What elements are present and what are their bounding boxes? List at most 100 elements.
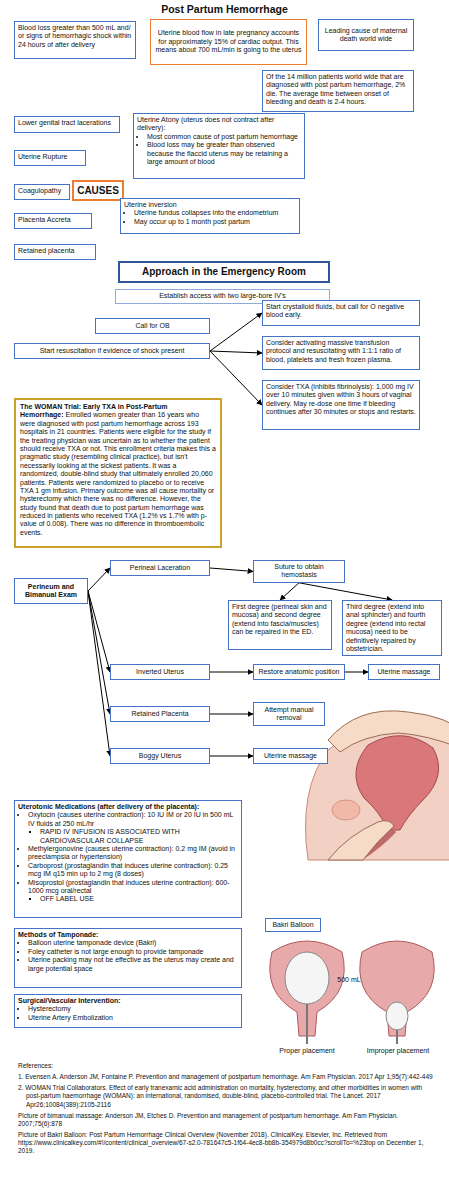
arrow-connector <box>345 672 368 673</box>
section-header: Approach in the Emergency Room <box>118 261 330 283</box>
trial-summary-box: The WOMAN Trial: Early TXA in Post-Partu… <box>14 398 222 548</box>
process-box: Call for OB <box>95 318 210 334</box>
box-paragraph: The WOMAN Trial: Early TXA in Post-Partu… <box>20 403 216 537</box>
process-box: Uterine Atony (uterus does not contract … <box>133 113 305 179</box>
volume-label: 500 mL <box>328 976 370 984</box>
image-caption: Improper placement <box>352 1047 444 1055</box>
process-box: Boggy Uterus <box>110 748 210 764</box>
arrow-connector <box>88 591 110 714</box>
box-heading: Uterine inversion <box>124 201 296 209</box>
medication-list-box: Uterotonic Medications (after delivery o… <box>14 800 242 918</box>
process-box: Perineum and Bimanual Exam <box>14 578 88 604</box>
arrow-connector <box>210 351 262 405</box>
box-text: Blood loss greater than 500 mL and/ or s… <box>18 24 132 49</box>
arrow-connector <box>210 568 253 571</box>
internal-hand <box>328 821 394 860</box>
tamponade-box: Methods of Tamponade:Balloon uterine tam… <box>14 928 242 988</box>
process-box: Suture to obtain hemostasis <box>253 560 345 583</box>
bullet-item: Most common cause of post partum hemorrh… <box>147 133 301 141</box>
bullet-item: Uterine Artery Embolization <box>28 1014 238 1022</box>
bullet-item: Balloon uterine tamponade device (Bakri) <box>28 939 238 947</box>
process-box: Uterine inversionUterine fundus collapse… <box>120 198 300 234</box>
arrow-connector <box>88 591 110 672</box>
process-box: Attempt manual removal <box>253 702 325 726</box>
external-hand <box>328 711 449 752</box>
bullet-item: May occur up to 1 month post partum <box>134 218 296 226</box>
balloon-shape <box>285 952 329 1004</box>
reference-text: 2. WOMAN Trial Collaborators. Effect of … <box>18 1084 433 1108</box>
box-text: Attempt manual removal <box>257 706 321 723</box>
bullet-item: Foley catheter is not large enough to pr… <box>28 948 238 956</box>
bullet-item: OFF LABEL USE <box>40 895 238 903</box>
bullet-item: Carboprost (prostaglandin that induces u… <box>28 862 238 879</box>
arrow-connector <box>280 583 299 600</box>
bullet-item: Hysterectomy <box>28 1005 238 1013</box>
box-text: Lower genital tract lacerations <box>18 119 116 127</box>
process-box: Retained placenta <box>14 244 96 260</box>
process-box: Inverted Uterus <box>110 664 210 680</box>
box-text: Boggy Uterus <box>139 752 181 760</box>
box-text: Enrolled women greater than 16 years who… <box>20 411 216 535</box>
box-text: Start resuscitation if evidence of shock… <box>40 347 185 355</box>
box-text: Inverted Uterus <box>136 668 184 676</box>
box-text: Uterine massage <box>264 752 317 760</box>
process-box: Uterine Rupture <box>14 150 86 166</box>
bullet-list: Most common cause of post partum hemorrh… <box>137 133 301 167</box>
process-box: Placenta Accreta <box>14 213 92 229</box>
uterus-shape <box>270 941 344 1036</box>
process-box: First degree (perineal skin and mucosa) … <box>228 600 332 650</box>
process-box: Uterine massage <box>253 748 328 764</box>
section-label: CAUSES <box>72 180 124 201</box>
box-text: Perineum and Bimanual Exam <box>18 583 84 600</box>
process-box: Blood loss greater than 500 mL and/ or s… <box>14 21 136 59</box>
intervention-box: Surgical/Vascular Intervention:Hysterect… <box>14 994 242 1028</box>
references-block: References:1. Evensen A. Anderson JM, Fo… <box>18 1062 433 1158</box>
process-box: Consider TXA (inhibits fibrinolysis): 1,… <box>262 380 420 430</box>
box-text: Suture to obtain hemostasis <box>257 563 341 580</box>
box-text: Start crystalloid fluids, but call for O… <box>266 303 416 320</box>
box-text: Consider TXA (inhibits fibrinolysis): 1,… <box>266 383 416 417</box>
box-text: Consider activating massive transfusion … <box>266 339 416 364</box>
arrow-connector <box>210 714 253 715</box>
box-text: Uterine blood flow in late pregnancy acc… <box>154 29 303 54</box>
image-caption: Proper placement <box>262 1047 352 1055</box>
process-box: Start crystalloid fluids, but call for O… <box>262 300 420 326</box>
box-heading: Uterine Atony (uterus does not contract … <box>137 116 301 133</box>
box-text: Retained Placenta <box>131 710 188 718</box>
box-text: Of the 14 million patients world wide th… <box>266 73 410 107</box>
diagram-title: Post Partum Hemorrhage <box>0 3 449 15</box>
box-text: Perineal Laceration <box>130 564 190 572</box>
bullet-list: Uterine fundus collapses into the endome… <box>124 209 296 226</box>
box-text: Leading cause of maternal death world wi… <box>322 27 410 44</box>
process-box: Retained Placenta <box>110 706 210 722</box>
arrow-connector <box>210 351 262 353</box>
balloon-shape <box>386 1002 408 1030</box>
bullet-list: Balloon uterine tamponade device (Bakri)… <box>18 939 238 973</box>
bullet-item: RAPID IV INFUSION IS ASSOCIATED WITH CAR… <box>40 828 238 845</box>
catheter-line <box>306 1004 308 1044</box>
arrow-connector <box>210 672 253 673</box>
process-box: Perineal Laceration <box>110 560 210 576</box>
process-box: Third degree (extend into anal sphincter… <box>342 600 442 656</box>
process-box: Of the 14 million patients world wide th… <box>262 70 414 112</box>
bimanual-massage-illustration <box>306 711 449 860</box>
uterus-shape <box>356 736 439 830</box>
bullet-item: Blood loss may be greater than observed … <box>147 141 301 166</box>
box-text: First degree (perineal skin and mucosa) … <box>232 603 328 637</box>
uterus-shape <box>360 941 434 1036</box>
box-text: Third degree (extend into anal sphincter… <box>346 603 438 653</box>
box-heading: Surgical/Vascular Intervention: <box>18 997 238 1005</box>
catheter-line <box>396 1030 398 1044</box>
arrow-connector <box>210 756 253 757</box>
process-box: Consider activating massive transfusion … <box>262 336 420 370</box>
bullet-item: Oxytocin (causes uterine contraction): 1… <box>28 811 238 828</box>
arrow-connector <box>299 583 392 600</box>
bullet-item: Uterine packing may not be effective as … <box>28 956 238 973</box>
process-box: Uterine blood flow in late pregnancy acc… <box>150 19 307 65</box>
process-box: Start resuscitation if evidence of shock… <box>14 343 210 359</box>
bullet-item: Misoprostol (prostaglandin that induces … <box>28 879 238 896</box>
box-text: Placenta Accreta <box>18 216 88 224</box>
bladder-shape <box>332 800 360 820</box>
box-text: Coagulopathy <box>18 187 66 195</box>
box-heading: Uterotonic Medications (after delivery o… <box>18 803 238 811</box>
